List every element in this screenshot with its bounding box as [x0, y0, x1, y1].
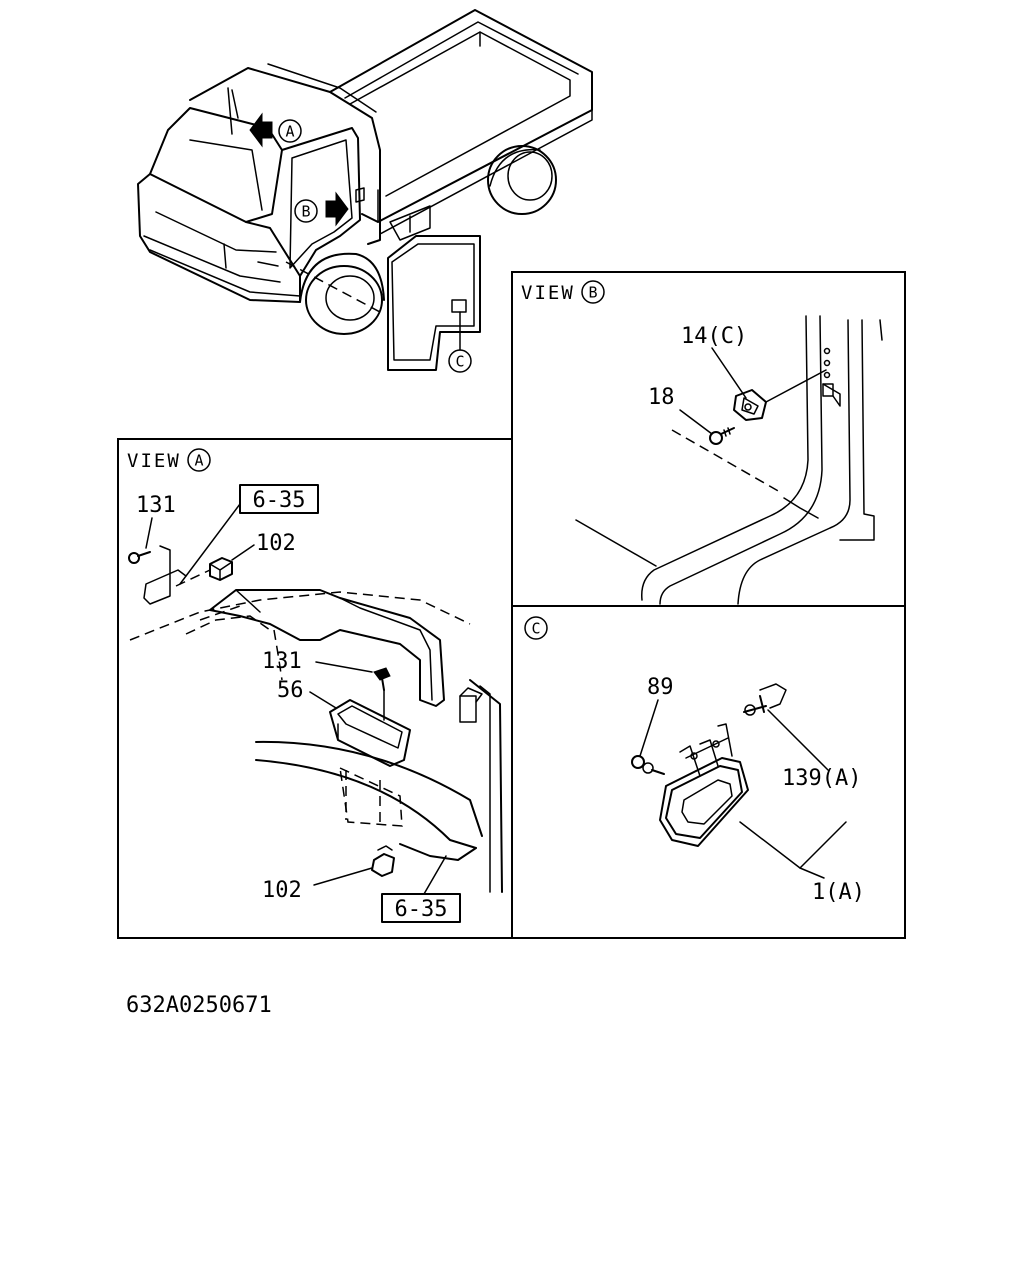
view-a-panel: VIEW A 6-35 131 102: [117, 438, 513, 939]
label-56: 56: [277, 678, 304, 703]
part-89-screw: [631, 755, 665, 775]
label-131-mid: 131: [262, 649, 302, 674]
circle-label-b-top: B: [301, 203, 310, 221]
part-102-bottom-clip: [371, 845, 395, 877]
part-1a-handle: [659, 723, 749, 847]
drawing-code: 632A0250671: [126, 993, 272, 1018]
arrow-a-icon: [249, 112, 273, 148]
circle-label-b-view: B: [588, 284, 597, 302]
part-56-lamp: [329, 699, 411, 767]
circle-label-a-top: A: [285, 123, 294, 141]
view-b-title: VIEW: [521, 282, 575, 304]
ref-box-6-35-bottom: [381, 893, 461, 923]
label-139a: 139(A): [782, 766, 861, 791]
label-ref-6-35-bottom: 6-35: [395, 897, 448, 922]
view-a-title: VIEW: [127, 450, 181, 472]
part-14c-striker: [733, 369, 827, 421]
label-1a: 1(A): [812, 880, 865, 905]
view-b-panel: VIEW B 14(C) 18: [511, 271, 906, 607]
arrow-b-icon: [325, 191, 349, 227]
label-ref-6-35-top: 6-35: [253, 488, 306, 513]
circle-label-a-view: A: [194, 452, 203, 470]
circle-label-c-view: C: [531, 620, 540, 638]
part-131-mid-screw: [373, 667, 391, 691]
truck-overview: A B C: [137, 9, 593, 373]
part-131-top-screw: [128, 551, 151, 564]
label-18: 18: [648, 385, 675, 410]
part-102-top-clip: [209, 557, 233, 581]
label-89: 89: [647, 675, 674, 700]
label-14c: 14(C): [681, 324, 747, 349]
label-102-bottom: 102: [262, 878, 302, 903]
label-131-top: 131: [136, 493, 176, 518]
circle-label-c-top: C: [455, 353, 464, 371]
ref-box-6-35-top: [239, 484, 319, 514]
part-18-screw: [709, 427, 735, 445]
part-139a-bolt: [743, 683, 787, 716]
view-c-panel: C 89 139(A) 1(A): [511, 605, 906, 939]
label-102-top: 102: [256, 531, 296, 556]
